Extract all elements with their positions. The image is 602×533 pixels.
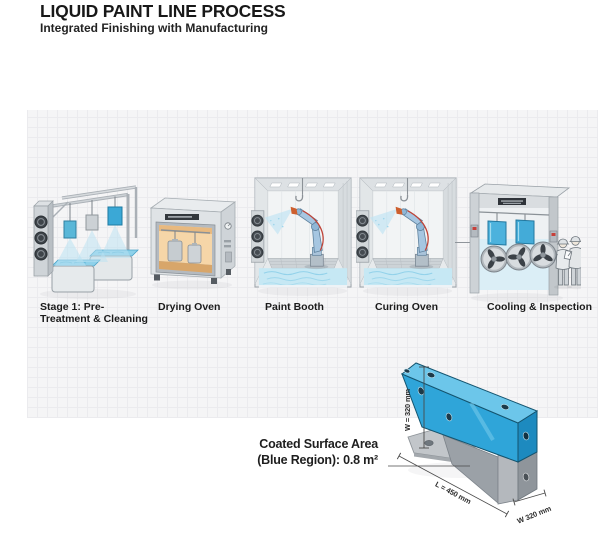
uncoated-region (442, 434, 538, 505)
curing-oven-illustration (356, 171, 460, 300)
stage-label-paint-booth: Paint Booth (265, 301, 324, 313)
stage-label-curing-oven: Curing Oven (375, 301, 439, 313)
depth-dimension-label: W 320 mm (516, 504, 553, 526)
paint-booth-illustration (251, 171, 355, 300)
height-dimension-label: W = 320 mm (403, 389, 412, 431)
callout-line1: Coated Surface Area (259, 437, 378, 451)
fan-icon (34, 215, 48, 261)
station-nameplate (498, 198, 526, 205)
page-title: LIQUID PAINT LINE PROCESS (40, 1, 286, 21)
control-boxes (470, 224, 558, 243)
cooling-parts (487, 213, 535, 246)
oven-nameplate (165, 214, 199, 220)
cooling-inspection-illustration (465, 179, 581, 307)
drying-oven-illustration (147, 192, 239, 292)
bolt-holes (403, 368, 530, 482)
oven-chamber (155, 221, 216, 277)
connector-line (455, 242, 473, 243)
inspector-workers (553, 236, 581, 290)
hanging-parts (63, 196, 123, 239)
stage-label-drying-oven: Drying Oven (158, 301, 221, 313)
dimension-annotations (388, 366, 547, 518)
cooling-fans (480, 241, 557, 273)
coated-surface-callout: Coated Surface Area (Blue Region): 0.8 m… (236, 437, 378, 468)
stage-label-pretreatment: Stage 1: Pre-Treatment & Cleaning (40, 301, 148, 325)
pump-column (33, 200, 54, 277)
spray-cones (55, 225, 131, 266)
page-subtitle: Integrated Finishing with Manufacturing (40, 21, 268, 35)
feet (154, 269, 231, 284)
pretreatment-machine-illustration (28, 176, 142, 300)
side-controls (224, 222, 232, 263)
stage-label-cooling-inspection: Cooling & Inspection (487, 301, 592, 313)
coated-part-illustration: W = 320 mm L = 450 mm W 320 mm (388, 362, 553, 526)
callout-line2: (Blue Region): 0.8 m² (257, 452, 378, 467)
